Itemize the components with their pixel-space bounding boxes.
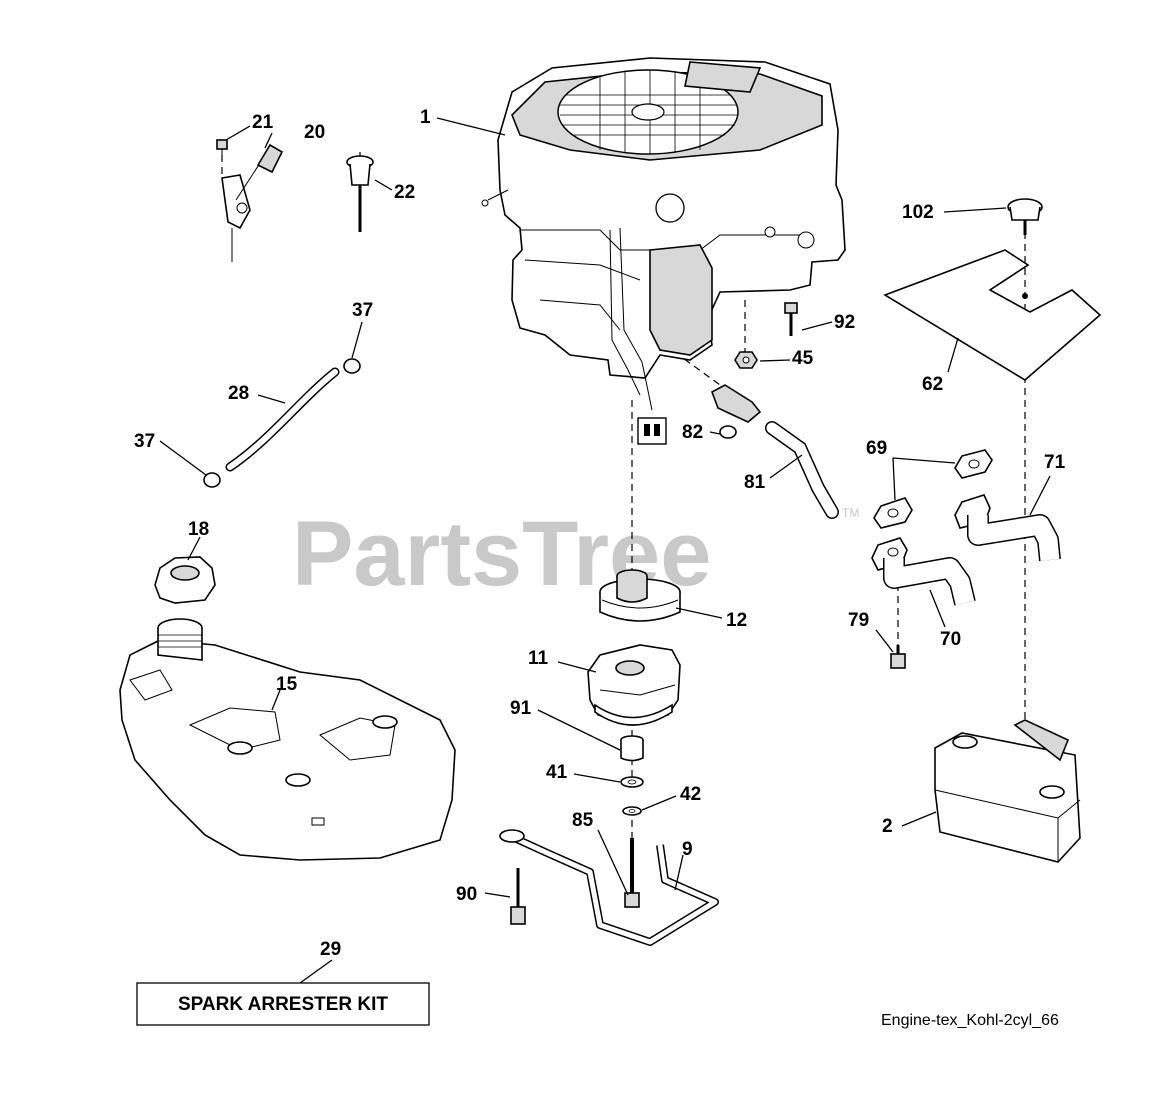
fuel-tank[interactable]: [119, 618, 456, 861]
exhaust-pipe-71[interactable]: [954, 494, 1061, 562]
callout-91: 91: [510, 698, 532, 719]
callout-37-bottom: 37: [134, 431, 155, 452]
callout-102: 102: [902, 202, 934, 223]
callout-62: 62: [922, 374, 943, 395]
bolt-90[interactable]: [510, 868, 526, 925]
callout-45: 45: [792, 348, 814, 369]
diagram-code: Engine-tex_Kohl-2cyl_66: [881, 1012, 1059, 1029]
fuel-cap[interactable]: [154, 556, 216, 604]
clamp-bottom[interactable]: [203, 472, 221, 488]
hose-81[interactable]: [765, 421, 839, 519]
pulley[interactable]: [599, 569, 681, 622]
callout-42: 42: [680, 784, 701, 805]
callout-82: 82: [682, 422, 703, 443]
choke-bracket[interactable]: [221, 143, 284, 262]
callout-2: 2: [882, 816, 893, 837]
callout-12: 12: [726, 610, 747, 631]
washer-42[interactable]: [622, 806, 642, 816]
callouts: 1 21 20 22 37 28 37 18 15 12 11 91 41 42…: [134, 107, 1066, 960]
callout-21: 21: [252, 112, 274, 133]
bolt-79[interactable]: [890, 645, 906, 669]
nut-45[interactable]: [734, 351, 758, 369]
clamp-top[interactable]: [343, 358, 361, 374]
callout-71: 71: [1044, 452, 1066, 473]
mounting-bracket[interactable]: [499, 829, 719, 946]
callout-69: 69: [866, 438, 887, 459]
callout-81: 81: [744, 472, 766, 493]
callout-37-top: 37: [352, 300, 373, 321]
knob-102[interactable]: [1007, 198, 1043, 235]
callout-92: 92: [834, 312, 855, 333]
exhaust-gaskets[interactable]: [873, 449, 993, 529]
watermark-trademark: TM: [842, 506, 859, 520]
spacer-91[interactable]: [620, 735, 644, 762]
muffler[interactable]: [934, 719, 1081, 863]
spark-arrester-kit-label: SPARK ARRESTER KIT: [178, 994, 388, 1015]
callout-41: 41: [546, 762, 568, 783]
callout-1: 1: [420, 107, 431, 128]
fuel-hose[interactable]: [225, 367, 340, 472]
fuel-fitting[interactable]: [711, 384, 762, 439]
callout-85: 85: [572, 810, 594, 831]
callout-9: 9: [682, 839, 693, 860]
callout-20: 20: [304, 122, 325, 143]
heat-shield[interactable]: [883, 249, 1102, 381]
callout-11: 11: [528, 648, 549, 669]
callout-28: 28: [228, 383, 249, 404]
electric-clutch[interactable]: [587, 644, 681, 726]
callout-22: 22: [394, 182, 415, 203]
spark-arrester-kit-box[interactable]: SPARK ARRESTER KIT: [136, 982, 430, 1026]
callout-90: 90: [456, 884, 477, 905]
bolt-85[interactable]: [624, 838, 640, 908]
engine-assembly[interactable]: [481, 57, 846, 445]
callout-15: 15: [276, 674, 298, 695]
callout-18: 18: [188, 519, 209, 540]
washer-41[interactable]: [620, 776, 644, 788]
callout-70: 70: [940, 629, 961, 650]
screw-21[interactable]: [216, 139, 228, 156]
leader-lines: [159, 117, 1051, 984]
callout-29: 29: [320, 939, 341, 960]
exhaust-pipe-70[interactable]: [871, 537, 976, 606]
bolt-92[interactable]: [784, 302, 798, 336]
knob-22[interactable]: [346, 155, 374, 232]
callout-79: 79: [848, 610, 869, 631]
